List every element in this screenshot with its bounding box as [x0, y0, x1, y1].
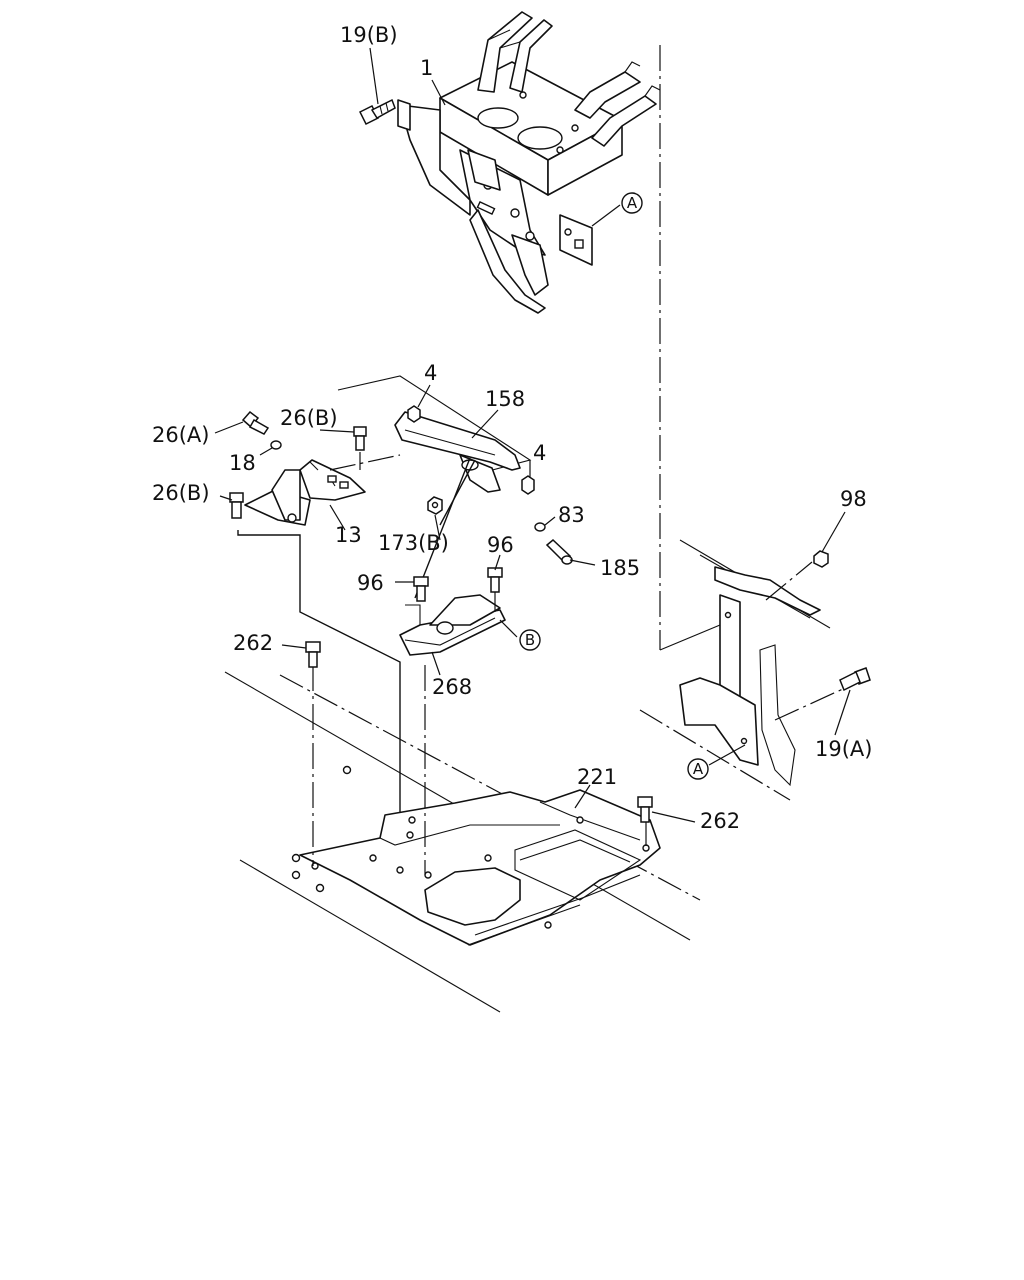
- pedal-arm-158: [394, 411, 521, 493]
- label-19a: 19(A): [815, 737, 872, 761]
- bolt-26b-top: [353, 426, 367, 451]
- alignment-line: [765, 561, 813, 601]
- bolt-262-right: [637, 796, 653, 823]
- bolt-19a: [839, 667, 871, 692]
- label-18: 18: [229, 451, 256, 475]
- pedal-bracket: [397, 11, 661, 314]
- label-26b-top: 26(B): [280, 406, 338, 430]
- bolt-96-left: [413, 576, 429, 602]
- pin-185: [545, 538, 573, 565]
- label-4-right: 4: [533, 441, 546, 465]
- leader-line: [414, 457, 471, 599]
- label-158: 158: [485, 387, 525, 411]
- label-96-right: 96: [487, 533, 514, 557]
- bolt-96-right: [487, 567, 503, 593]
- bolt-262-top: [305, 641, 321, 668]
- label-1: 1: [420, 56, 433, 80]
- pedal-base-268: [399, 594, 506, 656]
- bolt-19b: [358, 98, 396, 126]
- nut-173b: [427, 496, 443, 515]
- nut-98: [813, 550, 829, 568]
- svg-text:A: A: [627, 194, 638, 212]
- bracket-13: [244, 459, 366, 526]
- svg-text:B: B: [525, 631, 535, 649]
- side-frame: [639, 45, 831, 801]
- bushing-4-right: [521, 475, 535, 495]
- label-268: 268: [432, 675, 472, 699]
- leader-lines: [214, 47, 851, 823]
- label-4-top: 4: [424, 361, 437, 385]
- ref-marker-a-top: A: [621, 192, 643, 214]
- alignment-line: [774, 687, 846, 721]
- label-96-left: 96: [357, 571, 384, 595]
- label-26a: 26(A): [152, 423, 209, 447]
- subassembly-outline: [337, 375, 532, 477]
- washer-18: [270, 440, 282, 450]
- floor-panel-221: [224, 671, 701, 1013]
- bolt-26a: [241, 410, 270, 435]
- svg-text:A: A: [693, 760, 704, 778]
- washer-83: [534, 522, 546, 532]
- leader-line: [439, 459, 476, 526]
- label-262-right: 262: [700, 809, 740, 833]
- label-173b: 173(B): [378, 531, 449, 555]
- leader-line: [237, 530, 401, 815]
- bushing-4-top: [407, 405, 421, 423]
- label-26b-left: 26(B): [152, 481, 210, 505]
- label-221: 221: [577, 765, 617, 789]
- label-19b: 19(B): [340, 23, 398, 47]
- label-13: 13: [335, 523, 362, 547]
- label-262-top: 262: [233, 631, 273, 655]
- bolt-26b-left: [229, 492, 244, 519]
- ref-marker-b: B: [519, 629, 541, 651]
- label-83: 83: [558, 503, 585, 527]
- label-98: 98: [840, 487, 867, 511]
- alignment-line: [329, 454, 401, 471]
- label-185: 185: [600, 556, 640, 580]
- ref-marker-a-bottom: A: [687, 758, 709, 780]
